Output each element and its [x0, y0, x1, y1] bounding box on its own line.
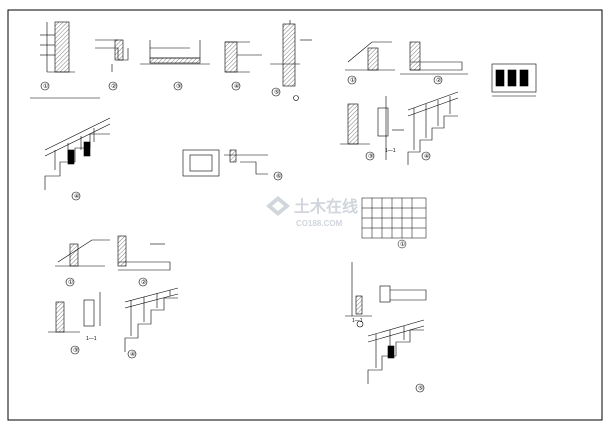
- mark-5a: ⑤: [274, 89, 279, 96]
- mark-2a: ②: [111, 83, 116, 90]
- mark-3b: ③: [368, 153, 373, 160]
- detail-handrail-section: [345, 262, 427, 328]
- detail-sill-section: [400, 41, 468, 85]
- mark-4d: ④: [130, 351, 135, 358]
- section-label-b: 1—1: [86, 336, 97, 342]
- detail-stair-railing-1: [44, 117, 111, 201]
- detail-vent-panel: [491, 63, 537, 97]
- detail-frame-elevation: [182, 149, 283, 181]
- mark-1d: ①: [68, 279, 73, 286]
- detail-grid-panel: [361, 197, 427, 249]
- detail-stair-railing-4: [367, 319, 425, 393]
- mark-1a: ①: [43, 83, 48, 90]
- mark-3a: ③: [176, 83, 181, 90]
- watermark-title: 土木在线: [294, 197, 358, 216]
- sheet-border: [7, 9, 603, 421]
- mark-1b: ①: [350, 77, 355, 84]
- mark-4c: ④: [424, 153, 429, 160]
- detail-landing-section: [55, 239, 110, 287]
- mark-3c: ③: [73, 347, 78, 354]
- detail-wall-section-2: [95, 39, 129, 91]
- mark-6a: ⑥: [276, 173, 281, 180]
- mark-5b: ⑤: [418, 385, 423, 392]
- detail-stair-section-3: [340, 96, 404, 161]
- detail-wall-section-1: [30, 21, 100, 99]
- detail-roof-edge: [345, 41, 395, 85]
- mark-4a: ④: [234, 83, 239, 90]
- detail-column-section: [270, 20, 312, 101]
- mark-2b: ②: [436, 77, 441, 84]
- detail-stair-railing-3: [124, 287, 179, 359]
- detail-floor-edge: [117, 235, 171, 287]
- section-label-a: 1—1: [385, 148, 396, 154]
- watermark: 土木在线 CO188.COM: [266, 196, 358, 228]
- section-label-c: 1—1: [352, 318, 363, 324]
- detail-stair-railing-2: [407, 91, 459, 165]
- detail-eave-section: [224, 41, 262, 91]
- detail-gutter-section: [140, 40, 210, 91]
- detail-stair-section-4: [48, 292, 101, 355]
- mark-2c: ②: [141, 279, 146, 286]
- mark-4b: ④: [74, 193, 79, 200]
- mark-1c: ①: [400, 241, 405, 248]
- watermark-url: CO188.COM: [296, 219, 343, 228]
